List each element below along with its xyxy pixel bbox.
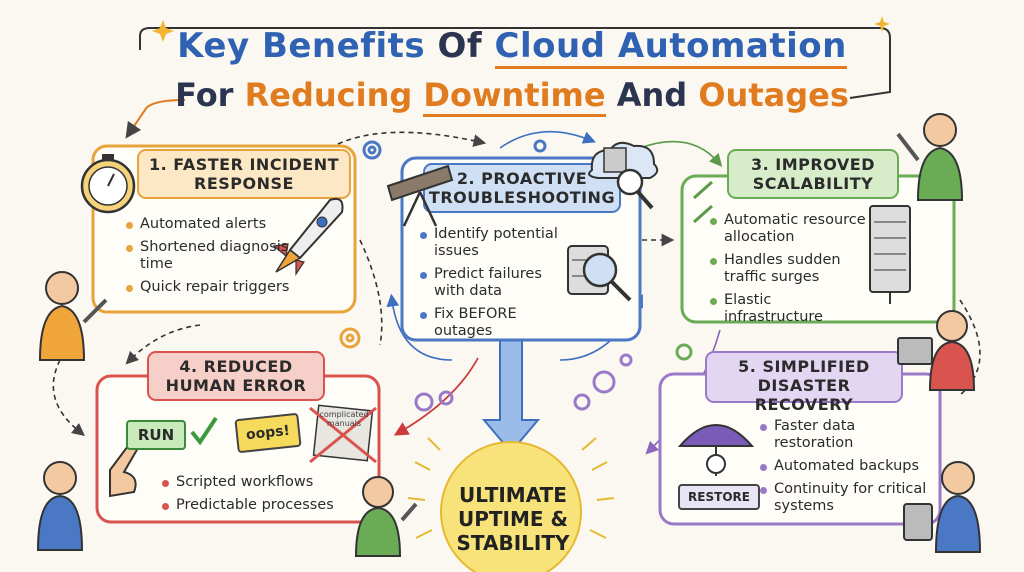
sparkle-icon (874, 16, 890, 32)
page-title-line1: Key Benefits Of Cloud Automation (0, 26, 1024, 69)
expand-arrows-icon (693, 180, 713, 224)
gear-icon (339, 327, 361, 349)
person-wrench-top-right (896, 113, 964, 201)
center-line-2: UPTIME & (458, 507, 568, 531)
center-line-3: STABILITY (456, 531, 570, 555)
list-item: Automated backups (758, 458, 928, 475)
person-laptop-right (897, 310, 976, 391)
list-item: Elastic infrastructure (708, 292, 868, 326)
box-5-title: 5. SIMPLIFIED DISASTER RECOVERY (738, 357, 870, 414)
list-item: Continuity for critical systems (758, 481, 928, 515)
title-frame (139, 27, 891, 99)
title-for: For (175, 76, 234, 114)
box-3-title: 3. IMPROVED SCALABILITY (751, 155, 875, 193)
manual-label: complicated manuals (319, 410, 369, 428)
list-item: Predict failures with data (418, 266, 568, 300)
title-outages: Outages (698, 76, 849, 114)
page-title-line2: For Reducing Downtime And Outages (0, 76, 1024, 117)
gear-icon (414, 390, 454, 412)
cloud-server-search-icon (588, 141, 659, 210)
title-reducing: Reducing (244, 76, 413, 114)
center-arrow (481, 339, 541, 454)
server-magnifier-icon (567, 245, 632, 302)
box-5-list: Faster data restoration Automated backup… (758, 418, 928, 521)
list-item: Shortened diagnosis time (124, 239, 294, 273)
title-of: Of (437, 26, 483, 66)
list-item: Handles sudden traffic surges (708, 252, 868, 286)
stopwatch-icon (80, 154, 136, 214)
gear-icon (675, 343, 693, 361)
oops-note: oops! (234, 412, 302, 454)
box-4-title: 4. REDUCED HUMAN ERROR (165, 357, 307, 395)
gear-icon (362, 140, 382, 160)
title-and: And (616, 76, 688, 114)
title-key-benefits: Key Benefits (177, 26, 426, 66)
center-line-1: ULTIMATE (459, 483, 567, 507)
list-item: Identify potential issues (418, 226, 568, 260)
center-outcome: ULTIMATE UPTIME & STABILITY (445, 483, 581, 555)
title-cloud-automation: Cloud Automation (494, 26, 847, 69)
telescope-icon (386, 164, 454, 227)
gear-icon (573, 353, 633, 411)
list-item: Automated alerts (124, 216, 294, 233)
sun-burst (407, 437, 615, 572)
sparkle-icon (152, 20, 174, 42)
restore-label: RESTORE (678, 484, 760, 510)
gear-icon (533, 139, 547, 153)
box-2-list: Identify potential issues Predict failur… (418, 226, 568, 346)
run-button-illustration: RUN (126, 420, 186, 450)
list-item: Scripted workflows (160, 474, 370, 491)
person-wrench-left (38, 271, 108, 361)
list-item: Quick repair triggers (124, 279, 294, 296)
crossed-manual-icon (309, 404, 377, 464)
checkmark-icon (190, 416, 218, 446)
rocket-icon (272, 197, 344, 276)
list-item: Predictable processes (160, 497, 370, 514)
title-downtime: Downtime (423, 76, 606, 117)
list-item: Fix BEFORE outages (418, 306, 568, 340)
box-4-list: Scripted workflows Predictable processes (160, 474, 370, 520)
person-tablet-right (903, 461, 982, 553)
box-3-list: Automatic resource allocation Handles su… (708, 212, 868, 332)
box-1-title: 1. FASTER INCIDENT RESPONSE (148, 155, 340, 193)
person-left-bottom (36, 461, 84, 551)
umbrella-icon (677, 424, 755, 476)
list-item: Automatic resource allocation (708, 212, 868, 246)
person-tablet-center (354, 476, 418, 557)
server-rack-icon (869, 205, 911, 304)
box-1-list: Automated alerts Shortened diagnosis tim… (124, 216, 294, 302)
box-2-title: 2. PROACTIVE TROUBLESHOOTING (428, 169, 616, 207)
list-item: Faster data restoration (758, 418, 928, 452)
